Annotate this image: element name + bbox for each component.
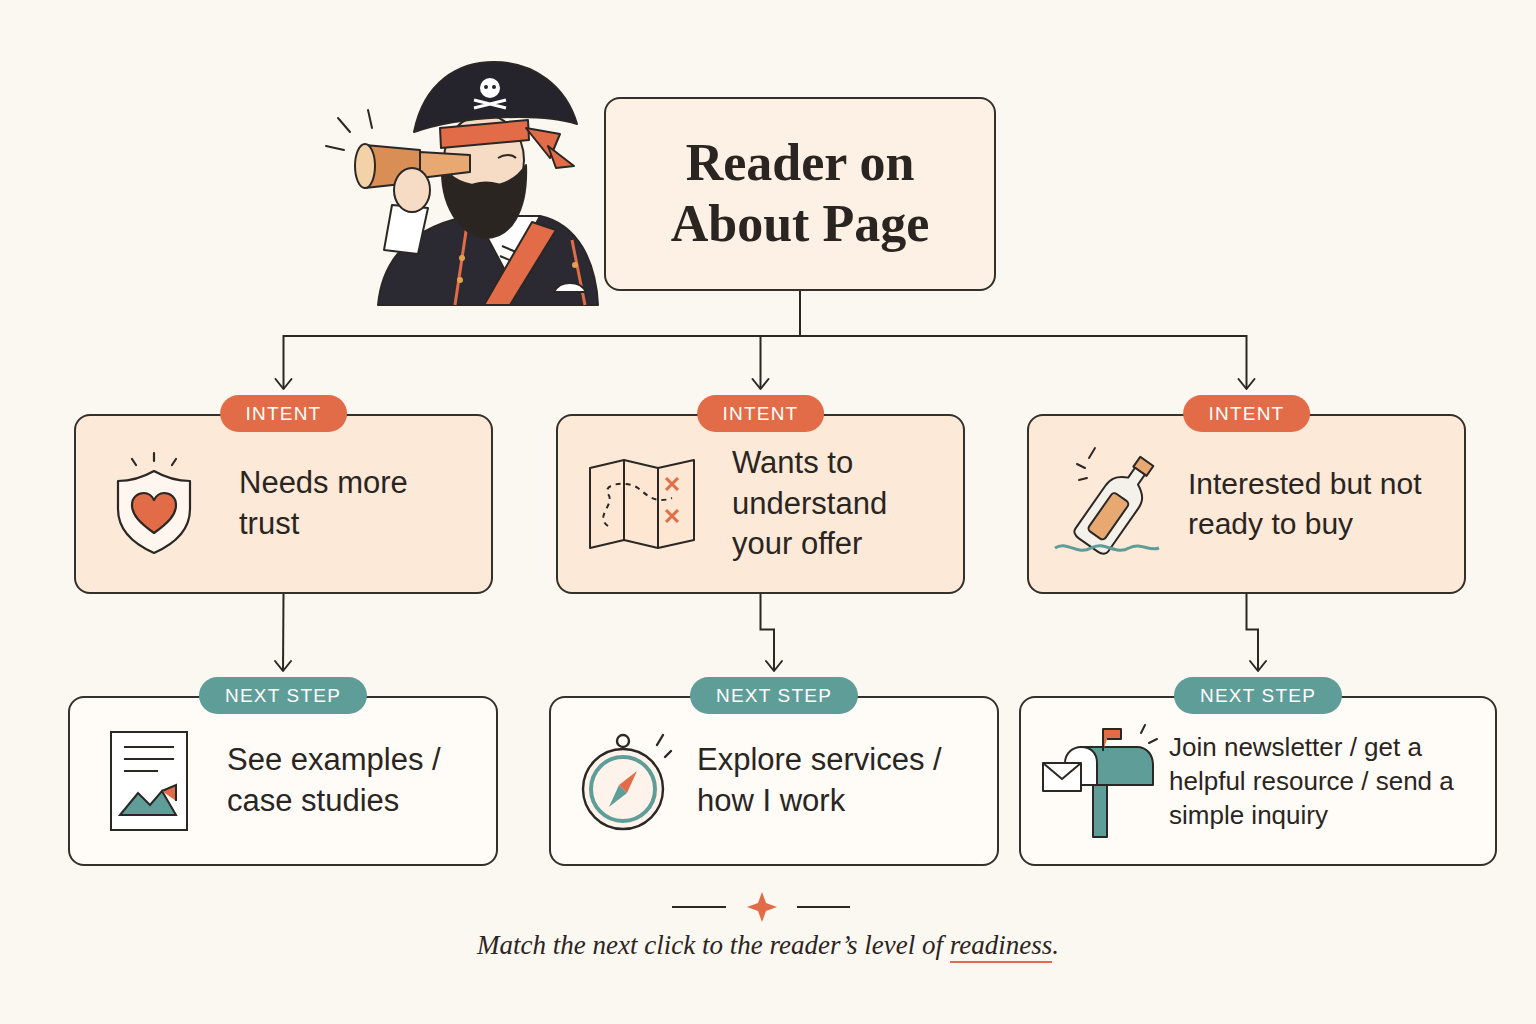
next-step-box: NEXT STEPSee examples / case studies: [68, 696, 498, 866]
connector: [753, 291, 801, 389]
caption-divider: [672, 892, 850, 922]
section-pill: NEXT STEP: [690, 677, 858, 714]
intent-box: INTENTInterested but not ready to buy: [1027, 414, 1466, 594]
connector: [276, 291, 801, 389]
caption-row: Match the next click to the reader’s lev…: [0, 930, 1536, 961]
section-pill: NEXT STEP: [1174, 677, 1342, 714]
connector: [1247, 594, 1267, 671]
body-text: Wants to understand your offer: [732, 443, 912, 566]
caption-underline: [950, 961, 1053, 963]
intent-box: INTENTNeeds more trust: [74, 414, 493, 594]
body-text: Interested but not ready to buy: [1188, 464, 1438, 543]
next-step-box: NEXT STEPExplore services / how I work: [549, 696, 999, 866]
connector: [761, 594, 783, 671]
body-text: Explore services / how I work: [697, 740, 972, 822]
mailbox-icon: [1041, 723, 1161, 839]
message-bottle-icon: [1051, 444, 1163, 564]
connector: [800, 291, 1255, 389]
body-text: See examples / case studies: [227, 740, 467, 822]
document-image-icon: [108, 729, 190, 833]
treasure-map-icon: [586, 454, 698, 554]
section-pill: NEXT STEP: [199, 677, 367, 714]
connector: [275, 594, 291, 671]
shield-heart-icon: [106, 449, 202, 559]
title-box: Reader on About Page: [604, 97, 996, 291]
pirate-figure: [326, 62, 598, 305]
body-text: Join newsletter / get a helpful resource…: [1169, 730, 1469, 833]
title-text: Reader on About Page: [650, 133, 950, 255]
section-pill: INTENT: [1183, 395, 1311, 432]
section-pill: INTENT: [697, 395, 825, 432]
section-pill: INTENT: [220, 395, 348, 432]
body-text: Needs more trust: [239, 463, 439, 545]
caption-text: Match the next click to the reader’s lev…: [477, 930, 1059, 960]
intent-box: INTENTWants to understand your offer: [556, 414, 965, 594]
next-step-box: NEXT STEPJoin newsletter / get a helpful…: [1019, 696, 1497, 866]
compass-icon: [581, 729, 673, 833]
